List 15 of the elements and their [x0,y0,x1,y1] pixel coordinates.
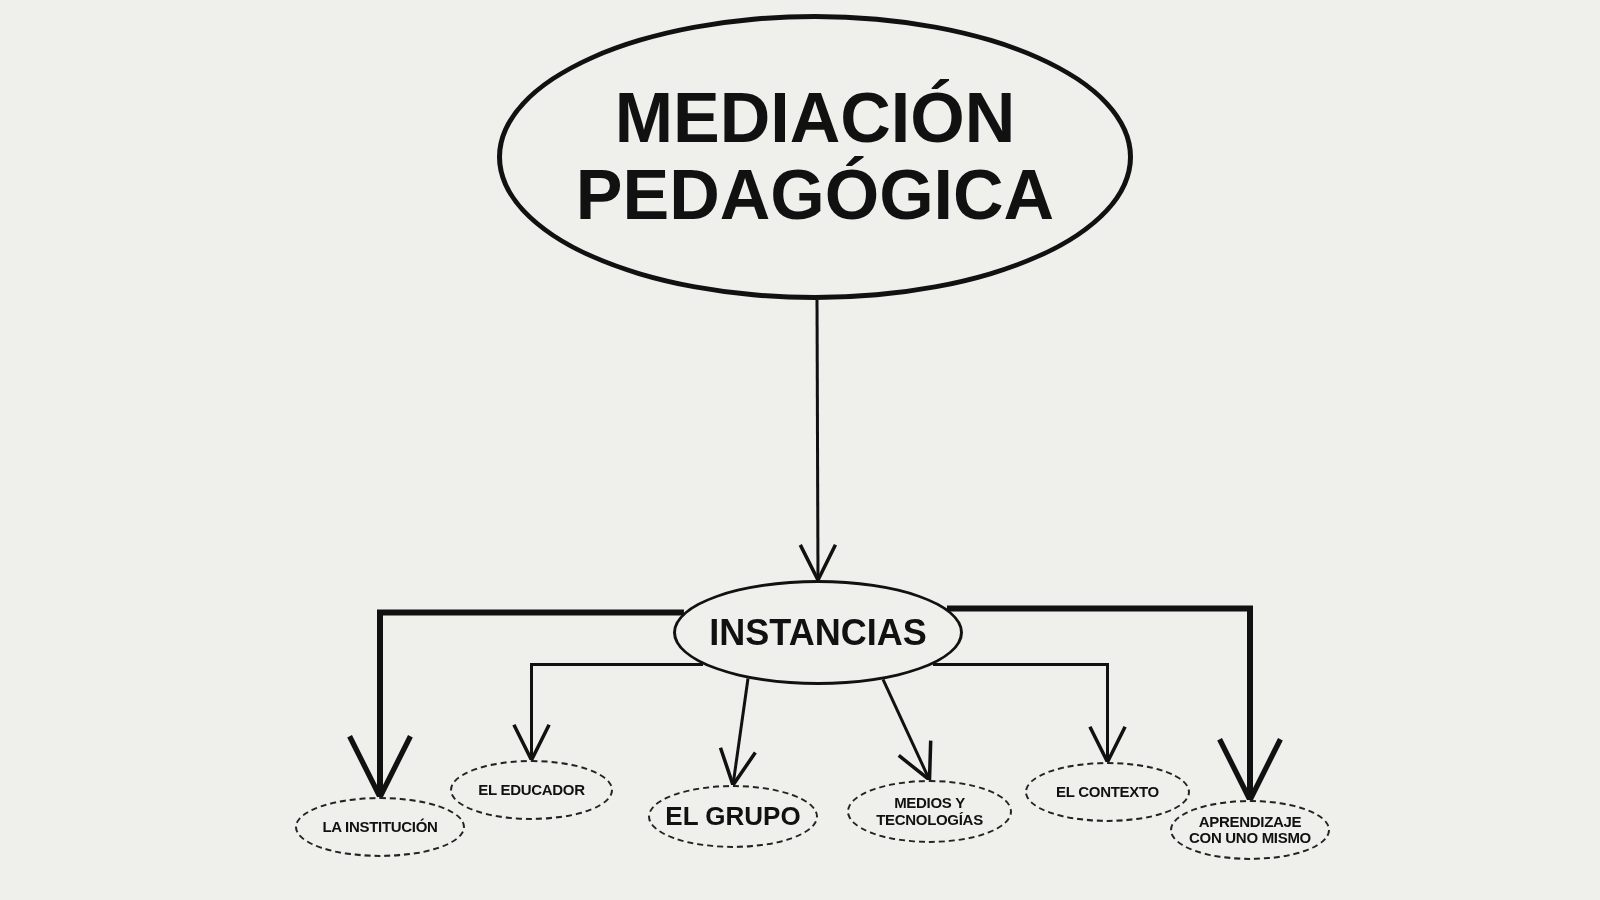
node-label: EL GRUPO [665,802,801,831]
arrow [946,605,1284,803]
arrow [881,678,933,782]
arrow [346,609,684,800]
node-label: APRENDIZAJE CON UNO MISMO [1188,813,1312,847]
node-label: INSTANCIAS [709,612,927,653]
arrow [718,678,758,787]
node-label: EL CONTEXTO [1056,783,1159,801]
node-label: LA INSTITUCIÓN [322,818,438,836]
node-label: MEDIACIÓN PEDAGÓGICA [575,80,1055,234]
node-label: EL EDUCADOR [478,781,585,799]
arrow [798,300,838,582]
node-label: MEDIOS Y TECNOLOGÍAS [875,795,984,828]
arrow [932,663,1127,764]
arrow [512,663,704,762]
